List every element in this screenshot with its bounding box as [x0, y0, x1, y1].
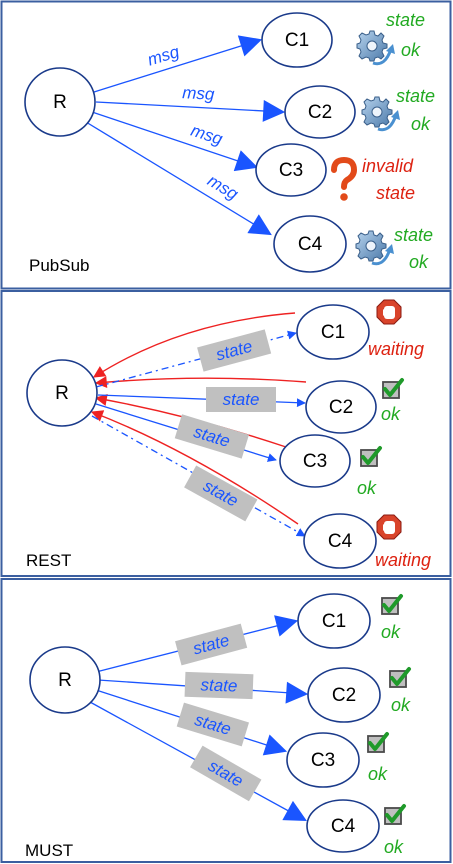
panel-title: PubSub: [29, 256, 90, 275]
hub-label: R: [58, 670, 72, 691]
gear-icon: [356, 30, 395, 66]
edge-label: msg: [182, 83, 216, 104]
svg-text:state: state: [223, 390, 260, 409]
client-label: C3: [311, 750, 335, 771]
client-node-c2: [284, 85, 356, 139]
question-icon: [331, 156, 358, 201]
checkbox-icon: [360, 446, 382, 467]
edge-label-box: state: [197, 329, 272, 372]
panel-title: MUST: [25, 841, 73, 860]
edge-label-box: state: [176, 702, 250, 747]
panel-pubsub: msg msg msg msg R C1 C2 C3 C4 state ok: [0, 0, 452, 290]
stop-hand-icon: [376, 514, 402, 540]
svg-text:state: state: [214, 337, 255, 365]
status-text: ok: [384, 837, 404, 857]
hub-label: R: [53, 92, 67, 113]
status-text: ok: [381, 404, 401, 424]
status-text: state: [376, 183, 415, 203]
hub-node: [24, 67, 96, 137]
stop-hand-icon: [376, 299, 402, 325]
edge-r-c3: [91, 111, 259, 172]
request-c4: [90, 410, 299, 525]
status-text: ok: [368, 764, 388, 784]
request-c2: [94, 376, 307, 389]
hub-node: [29, 646, 101, 714]
status-text: state: [394, 225, 433, 245]
hub-node: [26, 359, 98, 427]
request-c1: [92, 312, 296, 378]
panel-title: REST: [26, 551, 71, 570]
gear-icon: [355, 230, 394, 266]
edge-label: msg: [145, 42, 182, 70]
status-text: ok: [401, 40, 421, 60]
edge-label-box: state: [184, 465, 258, 522]
status-text: ok: [409, 252, 429, 272]
edge-label: msg: [188, 121, 225, 149]
edge-r-c4: [85, 121, 272, 236]
client-label: C2: [308, 102, 332, 123]
panel-rest: state state state state R C1 C2 C3 C4: [0, 290, 452, 577]
client-node-c1: [296, 304, 370, 360]
client-node-c1: [261, 12, 333, 68]
client-node-c4: [303, 513, 377, 569]
status-text: ok: [411, 114, 431, 134]
edge-label-box: state: [174, 414, 249, 459]
gear-icon: [361, 96, 400, 132]
client-label: C3: [279, 160, 303, 181]
edge-label: msg: [204, 171, 242, 204]
edge-label-box: state: [184, 671, 254, 700]
client-node-c2: [305, 380, 377, 434]
svg-text:state: state: [191, 631, 232, 659]
client-label: C2: [329, 397, 353, 418]
client-node-c1: [297, 593, 371, 649]
client-label: C1: [285, 30, 309, 51]
panel-must: state state state state R C1 C2 C3 C4 ok: [0, 578, 452, 863]
panel-border: [0, 578, 452, 863]
panel-border: [0, 290, 452, 577]
status-text: ok: [381, 622, 401, 642]
client-node-c2: [307, 667, 381, 723]
panel-border: [0, 0, 452, 290]
client-label: C3: [303, 451, 327, 472]
checkbox-icon: [384, 804, 406, 825]
client-node-c3: [255, 143, 327, 197]
client-label: C1: [321, 322, 345, 343]
status-text: waiting: [368, 339, 424, 359]
svg-text:state: state: [200, 675, 238, 695]
hub-label: R: [55, 383, 69, 404]
status-text: ok: [391, 695, 411, 715]
client-node-c4: [306, 799, 380, 853]
client-node-c4: [273, 215, 347, 273]
client-label: C2: [332, 685, 356, 706]
client-label: C1: [322, 611, 346, 632]
status-text: invalid: [362, 156, 414, 176]
edge-r-c1: [93, 35, 263, 93]
checkbox-icon: [382, 378, 404, 399]
status-text: state: [396, 86, 435, 106]
client-label: C4: [328, 531, 353, 552]
edge-label-box: state: [190, 745, 262, 802]
checkbox-icon: [367, 732, 389, 753]
status-text: state: [386, 10, 425, 30]
client-node-c3: [279, 434, 351, 488]
checkbox-icon: [389, 667, 411, 688]
client-label: C4: [331, 816, 356, 837]
client-node-c3: [286, 732, 360, 788]
client-label: C4: [298, 234, 323, 255]
edge-r-c2: [95, 99, 286, 122]
status-text: ok: [357, 478, 377, 498]
edge-label-box: state: [175, 623, 248, 666]
checkbox-icon: [381, 594, 403, 615]
status-text: waiting: [375, 550, 431, 570]
edge-label-box: state: [206, 387, 276, 412]
